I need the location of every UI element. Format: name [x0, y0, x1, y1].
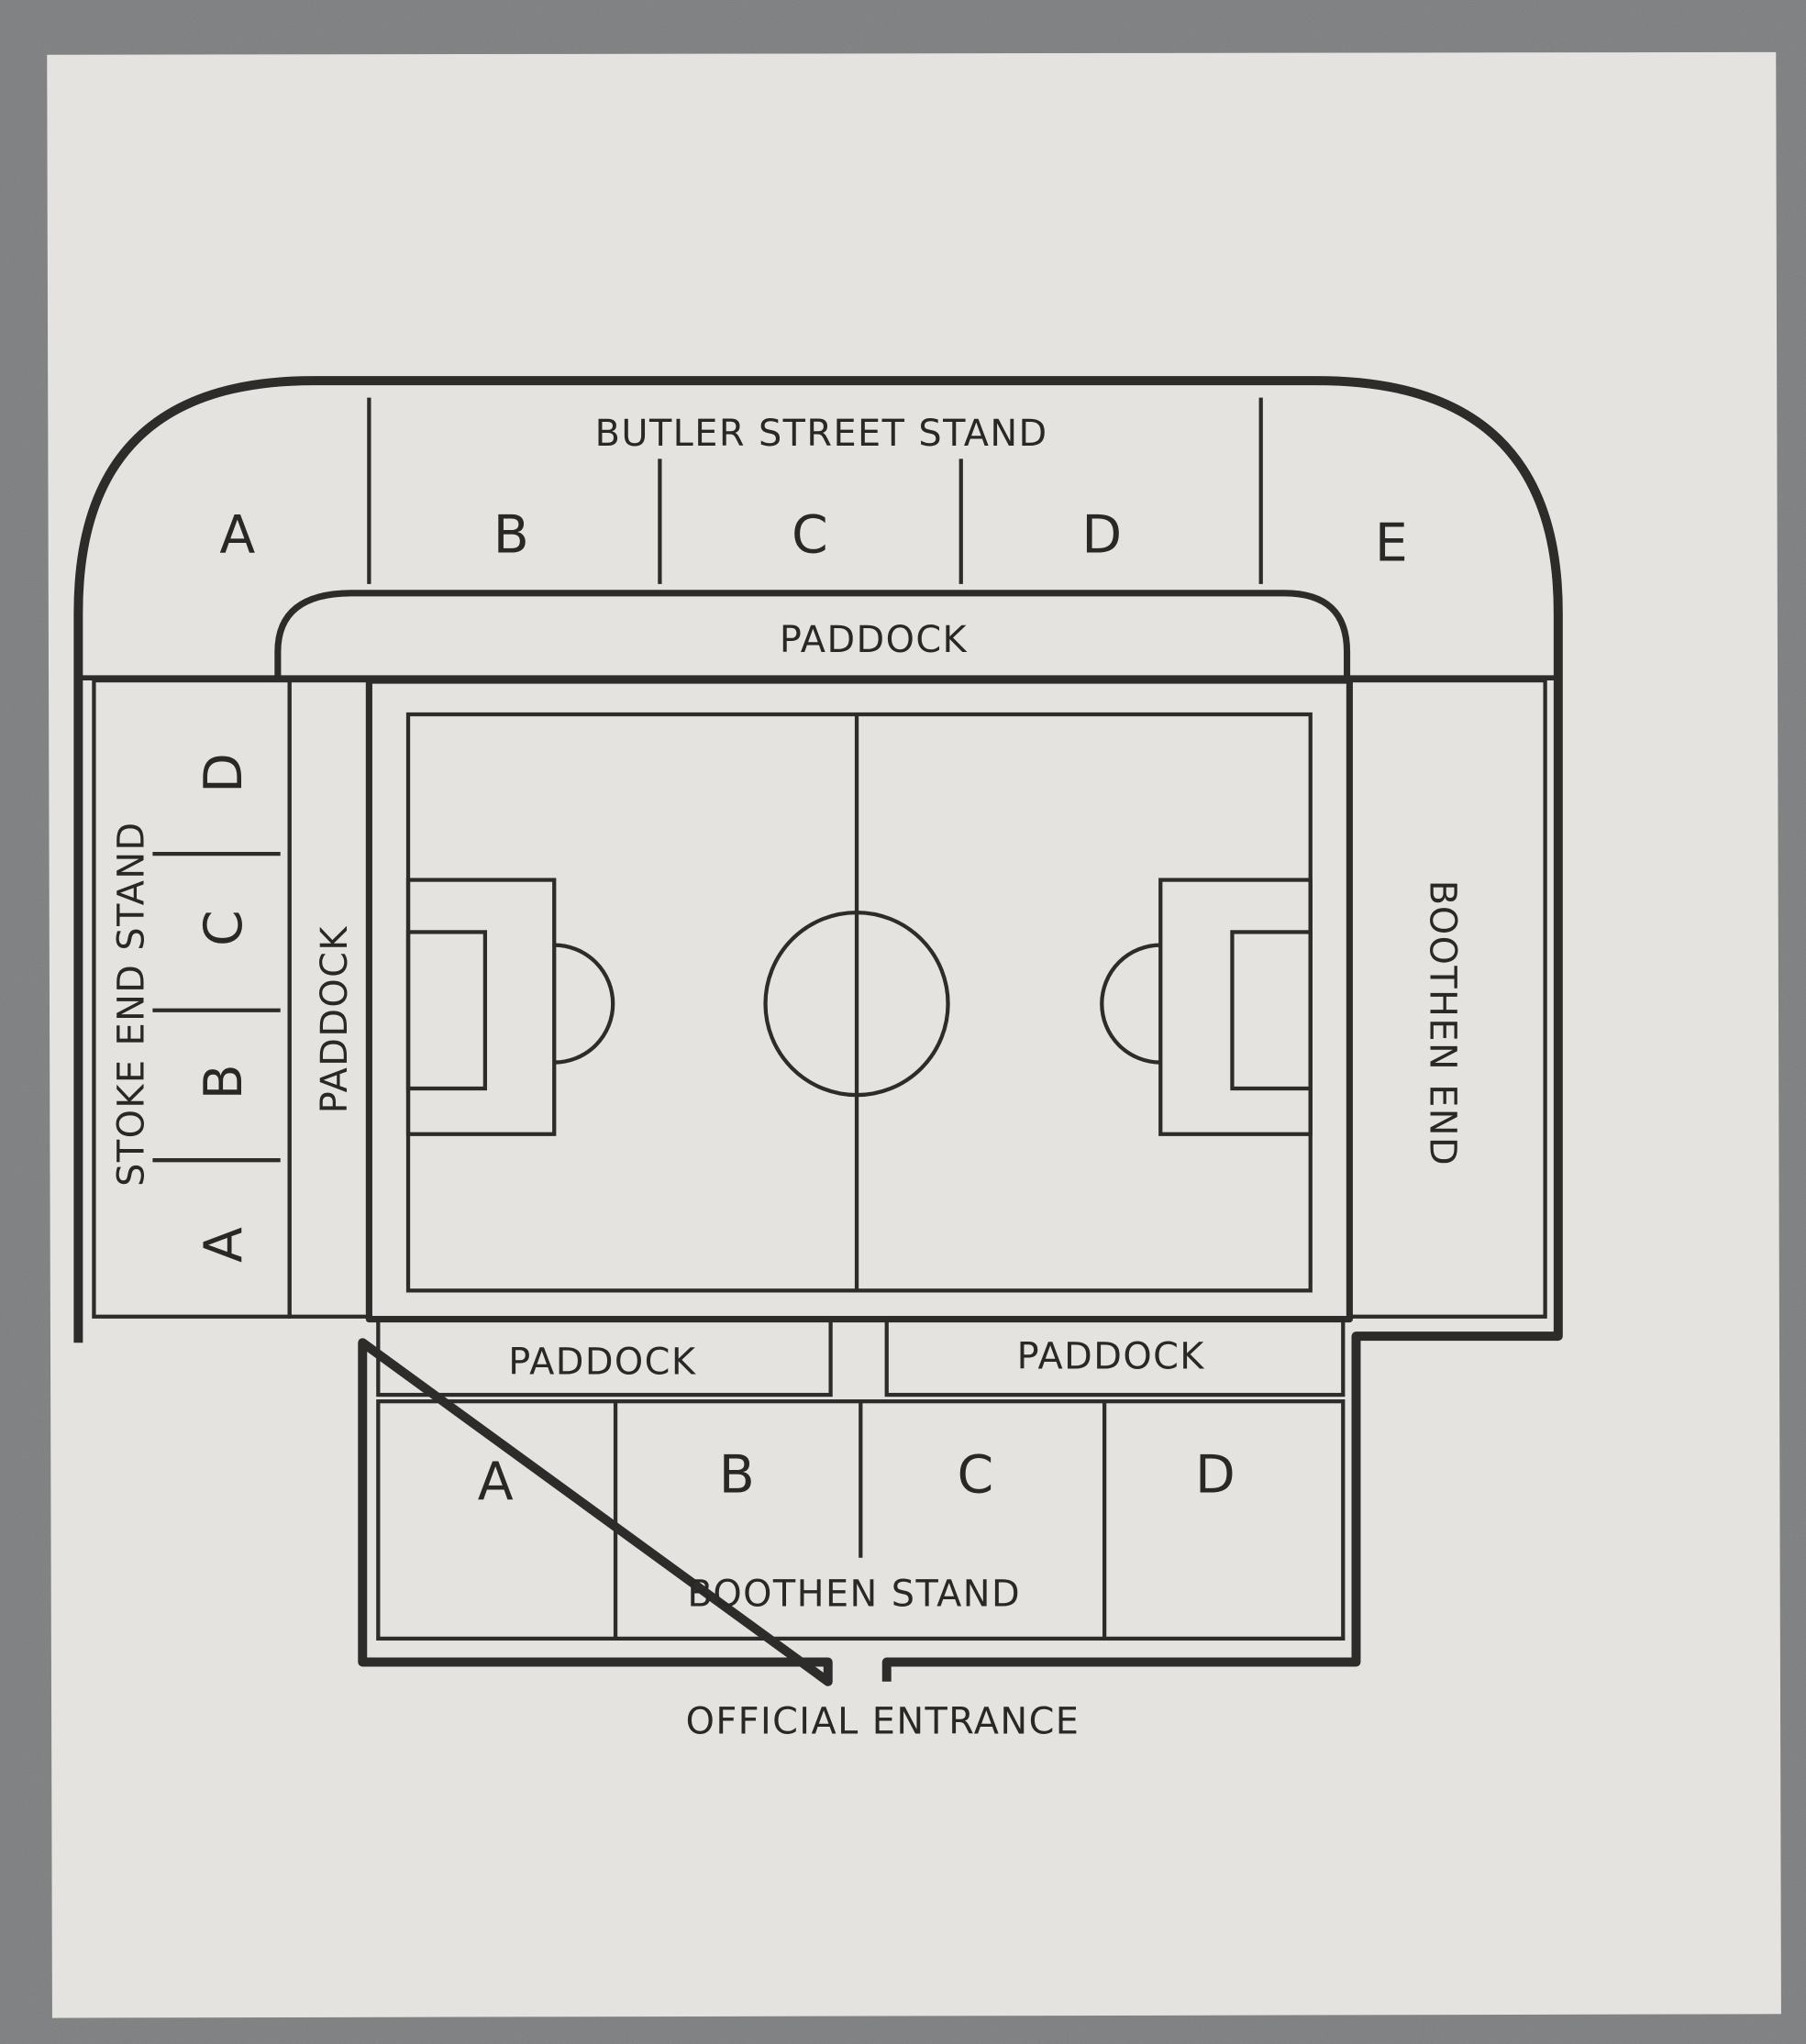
- stoke-end-stand-title: STOKE END STAND: [110, 821, 152, 1186]
- section-e: E: [1375, 513, 1408, 573]
- boothen-end-label: BOOTHEN END: [1422, 880, 1464, 1166]
- left-paddock-label: PADDOCK: [314, 925, 356, 1113]
- official-entrance-label: OFFICIAL ENTRANCE: [686, 1701, 1080, 1743]
- stadium-outline: [73, 376, 1563, 1686]
- top-paddock-label: PADDOCK: [780, 619, 968, 661]
- section-b: B: [719, 1445, 755, 1506]
- boothen-stand: A B C D BOOTHEN STAND: [376, 1399, 1346, 1641]
- butler-street-stand: BUTLER STREET STAND A B C D E: [219, 397, 1408, 584]
- section-d: D: [1195, 1445, 1235, 1506]
- section-d: D: [1081, 505, 1122, 566]
- section-a: A: [478, 1452, 514, 1512]
- section-a: A: [219, 505, 255, 566]
- section-c: C: [958, 1445, 994, 1506]
- bottom-paddock-left: PADDOCK: [508, 1341, 696, 1383]
- paper-ticket: [47, 51, 1781, 2018]
- stoke-end-stand: STOKE END STAND A B C D: [92, 678, 292, 1319]
- section-c: C: [792, 505, 828, 566]
- butler-street-stand-title: BUTLER STREET STAND: [595, 413, 1048, 455]
- section-c: C: [194, 910, 254, 946]
- boothen-stand-title: BOOTHEN STAND: [687, 1573, 1021, 1615]
- section-b: B: [194, 1064, 254, 1099]
- section-b: B: [493, 505, 529, 566]
- section-a: A: [194, 1227, 254, 1263]
- section-d: D: [194, 753, 254, 793]
- bottom-paddock-right: PADDOCK: [1017, 1336, 1205, 1378]
